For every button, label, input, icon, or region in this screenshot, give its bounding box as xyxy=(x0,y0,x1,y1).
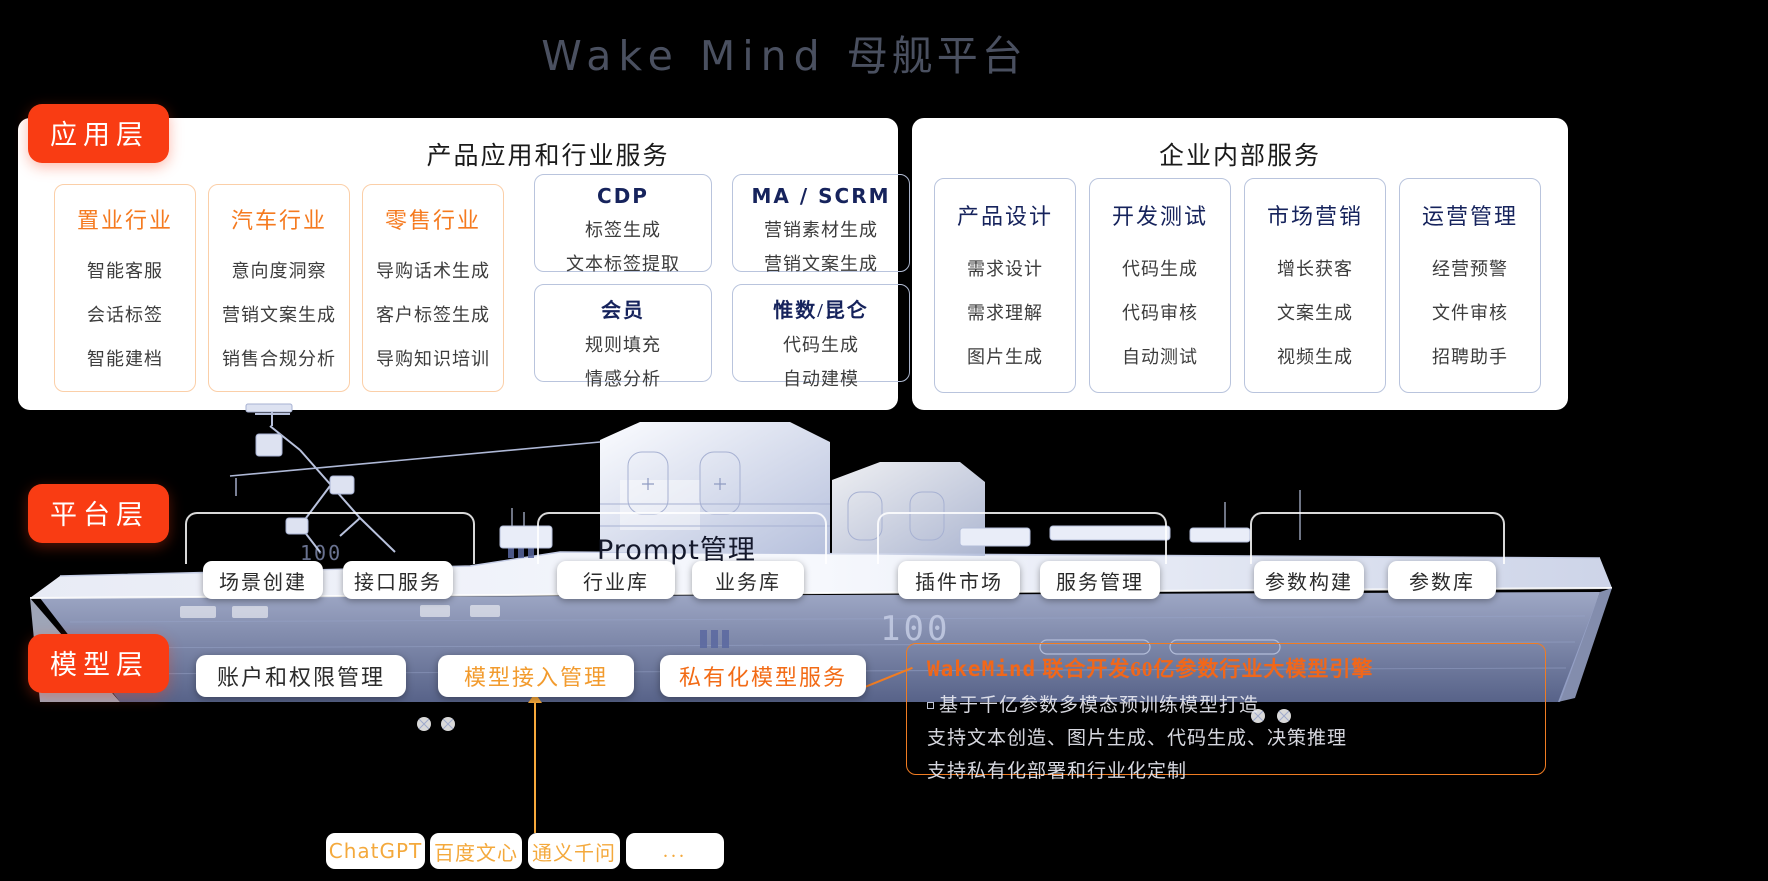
service-box-title: 会员 xyxy=(601,300,645,322)
platform-chip-param-library[interactable]: 参数库 xyxy=(1388,561,1496,599)
model-chip-private-model-svc[interactable]: 私有化模型服务 xyxy=(660,655,866,697)
enterprise-item: 代码审核 xyxy=(1122,303,1198,323)
industry-item: 智能建档 xyxy=(87,349,163,369)
platform-chip-param-build[interactable]: 参数构建 xyxy=(1254,561,1364,599)
enterprise-item: 需求理解 xyxy=(967,303,1043,323)
callout-line: 基于千亿参数多模态预训练模型打造 xyxy=(927,690,1529,717)
industry-item: 会话标签 xyxy=(87,305,163,325)
service-item: 营销素材生成 xyxy=(764,220,878,240)
industry-card-automotive[interactable]: 汽车行业 意向度洞察 营销文案生成 销售合规分析 xyxy=(208,184,350,392)
industry-item: 智能客服 xyxy=(87,261,163,281)
layer-badge-platform: 平台层 xyxy=(28,484,169,543)
service-box-title: MA / SCRM xyxy=(751,184,891,208)
page-title: Wake Mind 母舰平台 xyxy=(0,22,1568,82)
callout-line-text: 基于千亿参数多模态预训练模型打造 xyxy=(939,695,1260,716)
platform-group-bracket-1 xyxy=(185,512,475,564)
industry-item: 客户标签生成 xyxy=(376,305,490,325)
prompt-label-en: Prompt xyxy=(597,535,700,566)
enterprise-item: 增长获客 xyxy=(1277,259,1353,279)
callout-line: 支持文本创造、图片生成、代码生成、决策推理 xyxy=(927,723,1529,750)
platform-group-bracket-2 xyxy=(537,512,827,564)
enterprise-card-operations[interactable]: 运营管理 经营预警 文件审核 招聘助手 xyxy=(1399,178,1541,393)
enterprise-item: 文案生成 xyxy=(1277,303,1353,323)
industry-card-real-estate[interactable]: 置业行业 智能客服 会话标签 智能建档 xyxy=(54,184,196,392)
service-item: 自动建模 xyxy=(783,369,859,389)
enterprise-item: 图片生成 xyxy=(967,347,1043,367)
industry-item: 导购话术生成 xyxy=(376,261,490,281)
service-item: 情感分析 xyxy=(585,369,661,389)
prompt-management-label: Prompt管理 xyxy=(597,528,756,567)
layer-badge-application: 应用层 xyxy=(28,104,169,163)
callout-line: 支持私有化部署和行业化定制 xyxy=(927,756,1529,783)
model-chip-account-permission[interactable]: 账户和权限管理 xyxy=(196,655,406,697)
vendor-chip-chatgpt[interactable]: ChatGPT xyxy=(326,833,425,869)
callout-line-text: 支持文本创造、图片生成、代码生成、决策推理 xyxy=(927,728,1348,749)
enterprise-item: 文件审核 xyxy=(1432,303,1508,323)
industry-item: 意向度洞察 xyxy=(231,261,327,281)
industry-card-title: 汽车行业 xyxy=(230,208,327,233)
enterprise-card-product-design[interactable]: 产品设计 需求设计 需求理解 图片生成 xyxy=(934,178,1076,393)
callout-line-text: 支持私有化部署和行业化定制 xyxy=(927,761,1188,782)
industry-item: 销售合规分析 xyxy=(222,349,336,369)
industry-item: 营销文案生成 xyxy=(222,305,336,325)
model-engine-callout: WakeMind 联合开发60亿参数行业大模型引擎 基于千亿参数多模态预训练模型… xyxy=(906,643,1546,782)
platform-chip-scene-creation[interactable]: 场景创建 xyxy=(203,561,323,599)
enterprise-item: 需求设计 xyxy=(967,259,1043,279)
bullet-square-icon xyxy=(927,702,934,709)
platform-chip-industry-library[interactable]: 行业库 xyxy=(557,561,675,599)
enterprise-item: 招聘助手 xyxy=(1432,347,1508,367)
service-box-title: 惟数/昆仑 xyxy=(773,300,869,322)
enterprise-item: 自动测试 xyxy=(1122,347,1198,367)
callout-title-en: WakeMind xyxy=(927,657,1037,681)
enterprise-card-title: 产品设计 xyxy=(956,204,1053,229)
service-item: 文本标签提取 xyxy=(566,254,680,274)
service-box-membership[interactable]: 会员 规则填充 情感分析 xyxy=(534,284,712,389)
service-box-title: CDP xyxy=(597,184,649,208)
industry-card-retail[interactable]: 零售行业 导购话术生成 客户标签生成 导购知识培训 xyxy=(362,184,504,392)
industry-card-title: 零售行业 xyxy=(384,208,481,233)
enterprise-card-title: 运营管理 xyxy=(1421,204,1518,229)
model-access-connector-arrow-icon xyxy=(528,693,542,703)
enterprise-item: 视频生成 xyxy=(1277,347,1353,367)
enterprise-card-title: 市场营销 xyxy=(1266,204,1363,229)
svg-text:100: 100 xyxy=(880,609,950,649)
platform-chip-service-mgmt[interactable]: 服务管理 xyxy=(1040,561,1160,599)
right-panel-title: 企业内部服务 xyxy=(1158,143,1321,170)
enterprise-card-dev-test[interactable]: 开发测试 代码生成 代码审核 自动测试 xyxy=(1089,178,1231,393)
service-item: 代码生成 xyxy=(783,335,859,355)
enterprise-item: 代码生成 xyxy=(1122,259,1198,279)
vendor-chip-tongyi[interactable]: 通义千问 xyxy=(528,833,620,869)
industry-card-title: 置业行业 xyxy=(76,208,173,233)
platform-group-bracket-4 xyxy=(1250,512,1505,564)
vendor-chip-more[interactable]: ... xyxy=(626,833,724,869)
platform-chip-api-service[interactable]: 接口服务 xyxy=(343,561,453,599)
service-item: 规则填充 xyxy=(585,335,661,355)
callout-title: WakeMind 联合开发60亿参数行业大模型引擎 xyxy=(927,653,1529,683)
platform-group-bracket-3 xyxy=(877,512,1167,564)
left-panel-title: 产品应用和行业服务 xyxy=(426,143,670,170)
service-box-ma-scrm[interactable]: MA / SCRM 营销素材生成 营销文案生成 xyxy=(732,174,910,274)
model-chip-model-access-mgmt[interactable]: 模型接入管理 xyxy=(438,655,634,697)
page-title-cn: 母舰平台 xyxy=(846,33,1027,79)
enterprise-item: 经营预警 xyxy=(1432,259,1508,279)
enterprise-card-title: 开发测试 xyxy=(1111,204,1208,229)
service-item: 营销文案生成 xyxy=(764,254,878,274)
callout-title-cn: 联合开发60亿参数行业大模型引擎 xyxy=(1042,657,1374,681)
page-title-en: Wake Mind xyxy=(541,32,827,80)
platform-chip-plugin-market[interactable]: 插件市场 xyxy=(898,561,1020,599)
vendor-chip-baidu-wenxin[interactable]: 百度文心 xyxy=(430,833,522,869)
platform-chip-business-library[interactable]: 业务库 xyxy=(692,561,804,599)
enterprise-card-marketing[interactable]: 市场营销 增长获客 文案生成 视频生成 xyxy=(1244,178,1386,393)
service-box-weishu-kunlun[interactable]: 惟数/昆仑 代码生成 自动建模 xyxy=(732,284,910,389)
prompt-label-cn: 管理 xyxy=(699,535,756,565)
layer-badge-model: 模型层 xyxy=(28,634,169,693)
industry-item: 导购知识培训 xyxy=(376,349,490,369)
service-item: 标签生成 xyxy=(585,220,661,240)
application-left-panel: 产品应用和行业服务 置业行业 智能客服 会话标签 智能建档 汽车行业 意向度洞察… xyxy=(18,118,910,410)
service-box-cdp[interactable]: CDP 标签生成 文本标签提取 xyxy=(534,174,712,274)
application-right-panel: 企业内部服务 产品设计 需求设计 需求理解 图片生成 开发测试 代码生成 代码审… xyxy=(912,118,1568,410)
model-access-connector-line xyxy=(534,697,536,833)
